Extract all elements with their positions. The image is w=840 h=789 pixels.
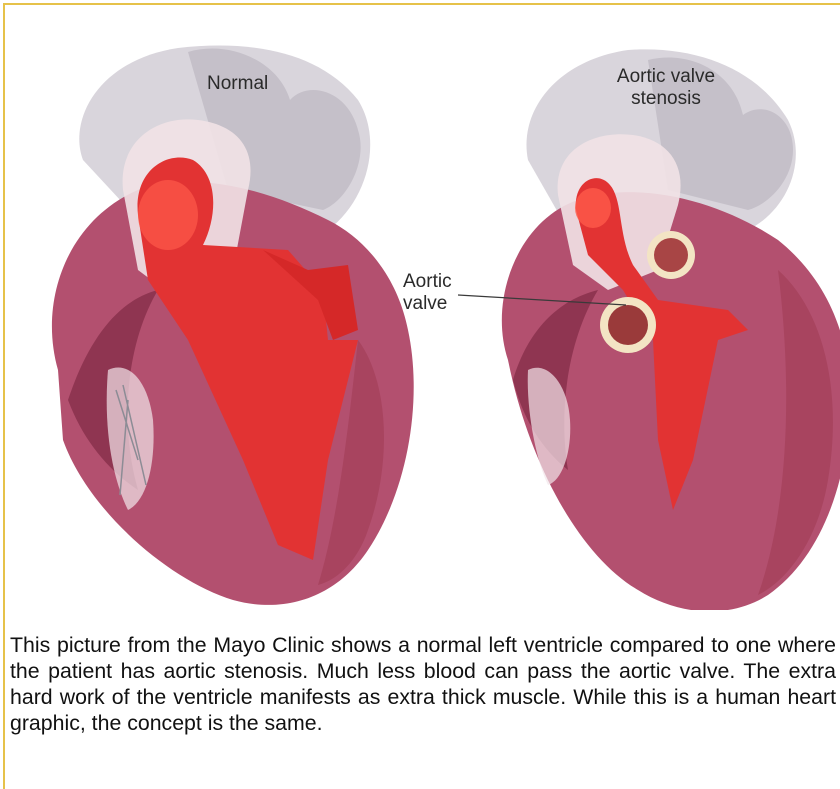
figure-caption: This picture from the Mayo Clinic shows … — [10, 632, 836, 736]
label-normal: Normal — [207, 73, 268, 95]
label-aortic-valve: Aortic valve — [403, 271, 475, 315]
stenosis-heart — [502, 49, 840, 610]
label-aortic-valve-stenosis: Aortic valve stenosis — [596, 66, 736, 110]
normal-heart — [52, 46, 414, 605]
heart-illustration — [28, 40, 840, 610]
